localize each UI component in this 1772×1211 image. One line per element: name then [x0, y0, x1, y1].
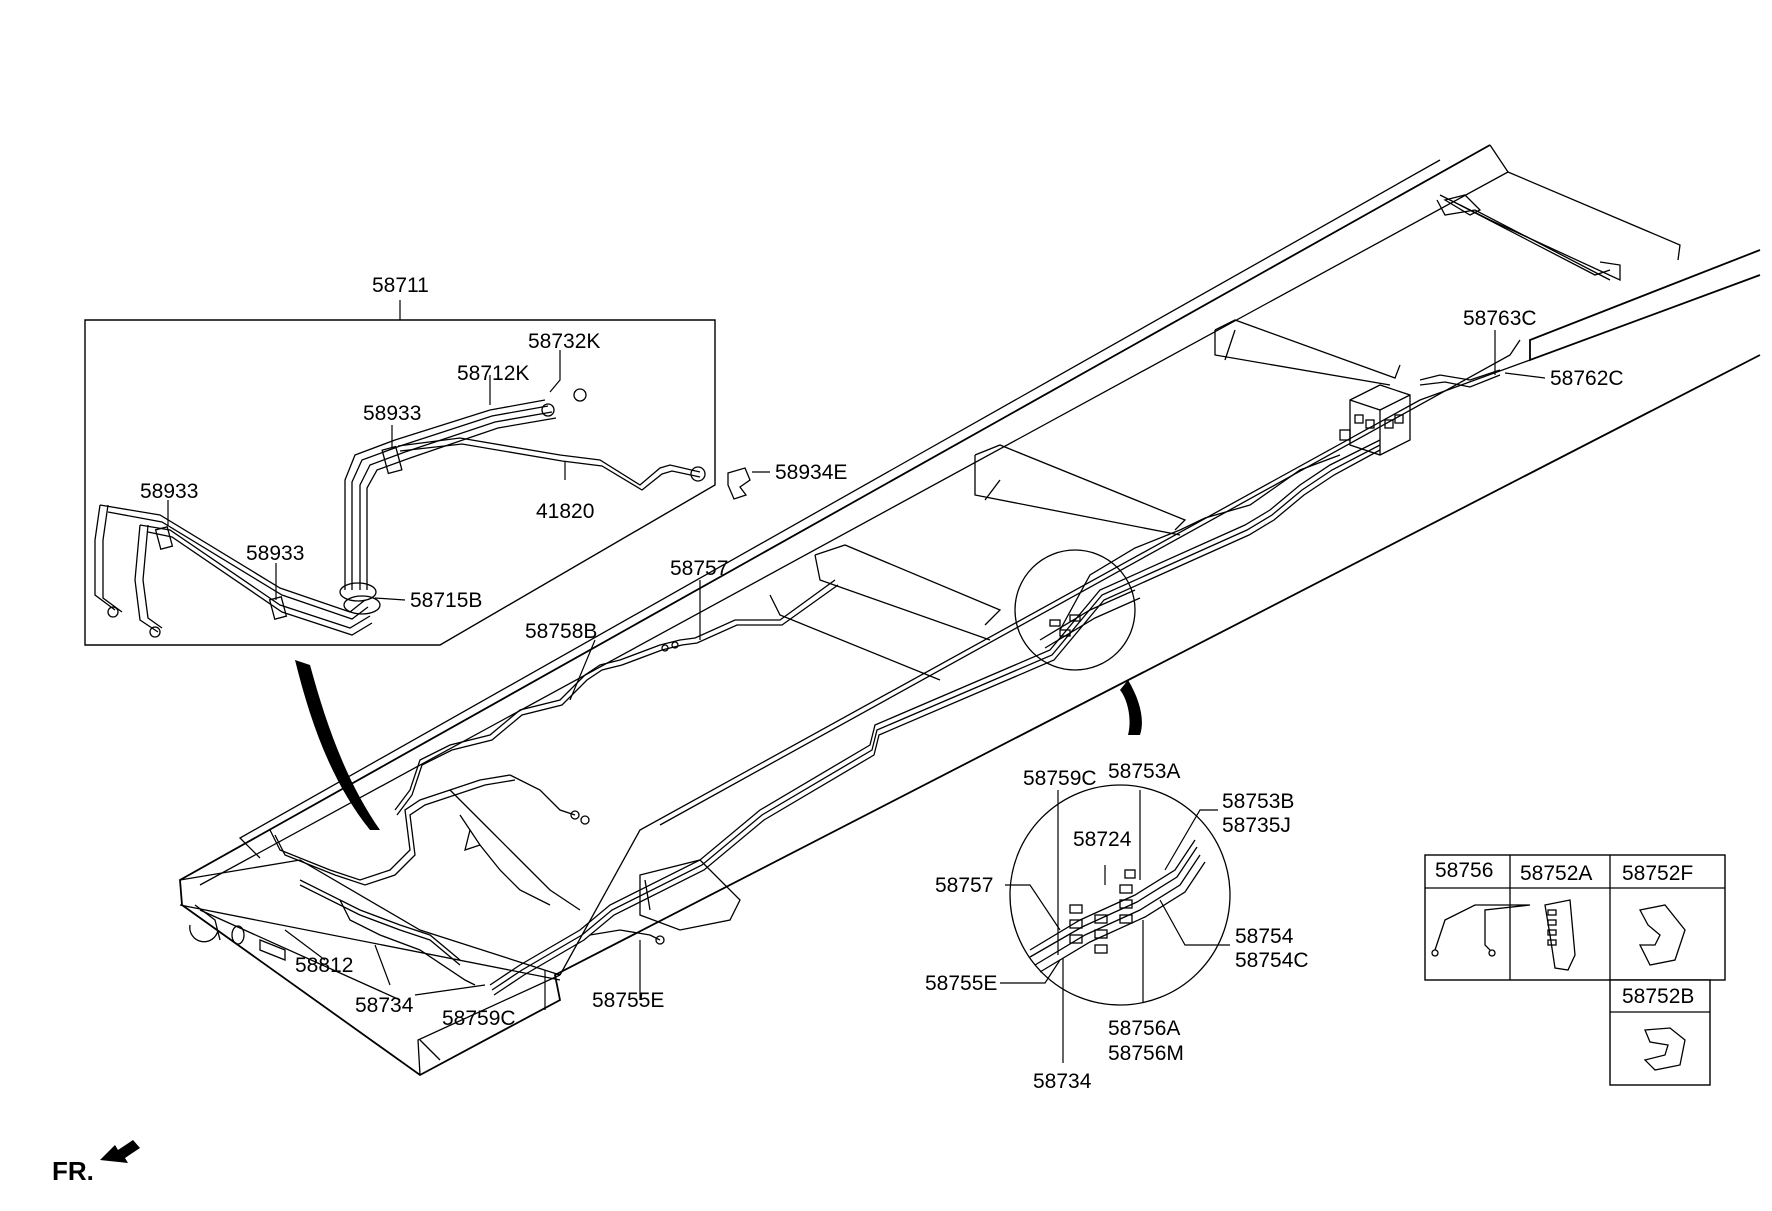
label-58752A: 58752A — [1520, 862, 1592, 885]
label-58758B: 58758B — [525, 620, 597, 643]
parts-table — [1424, 854, 1726, 1086]
label-58735J: 58735J — [1222, 814, 1291, 837]
detail-box-58711 — [84, 300, 716, 646]
label-58753B: 58753B — [1222, 790, 1294, 813]
label-58711: 58711 — [372, 274, 429, 297]
label-58759C-frame: 58759C — [442, 1007, 516, 1030]
callout-arrow-right — [1120, 680, 1142, 735]
label-58754C: 58754C — [1235, 949, 1309, 972]
chassis-frame — [179, 144, 1761, 1077]
junction-detail-circle — [1014, 549, 1141, 671]
label-58759C-detail: 58759C — [1023, 767, 1097, 790]
front-direction-label: FR. — [52, 1156, 94, 1186]
label-58756A: 58756A — [1108, 1017, 1180, 1040]
label-58753A: 58753A — [1108, 760, 1180, 783]
label-58755E-frame: 58755E — [592, 989, 664, 1012]
label-58734-detail: 58734 — [1033, 1070, 1092, 1093]
label-58734-frame: 58734 — [355, 994, 414, 1017]
label-58732K: 58732K — [528, 330, 600, 353]
label-58762C: 58762C — [1550, 367, 1624, 390]
brake-lines-on-frame — [269, 369, 1501, 996]
label-58756M: 58756M — [1108, 1042, 1184, 1065]
label-58754: 58754 — [1235, 925, 1294, 948]
clip-58934E — [727, 467, 751, 500]
label-58934E: 58934E — [775, 461, 847, 484]
leader-lines — [167, 330, 1546, 1063]
label-58755E-detail: 58755E — [925, 972, 997, 995]
label-58757-frame: 58757 — [670, 557, 728, 580]
label-58763C: 58763C — [1463, 307, 1537, 330]
label-58933-top: 58933 — [363, 402, 421, 425]
label-58933-left: 58933 — [140, 480, 198, 503]
abs-module — [1339, 384, 1411, 456]
callout-arrow-left — [295, 660, 380, 830]
label-58933-middle: 58933 — [246, 542, 304, 565]
label-41820: 41820 — [536, 500, 594, 523]
label-58724: 58724 — [1073, 828, 1132, 851]
label-58752F: 58752F — [1622, 862, 1693, 885]
label-58812: 58812 — [295, 954, 353, 977]
connector-detail-circle — [1009, 784, 1231, 1006]
label-58757-detail: 58757 — [935, 874, 993, 897]
part-labels: 58711 58732K 58712K 58933 58933 58933 41… — [52, 274, 1694, 1186]
label-58715B: 58715B — [410, 589, 482, 612]
label-58712K: 58712K — [457, 362, 529, 385]
label-58752B: 58752B — [1622, 985, 1694, 1008]
label-58756: 58756 — [1435, 859, 1493, 882]
arrow-down-left-icon — [100, 1140, 140, 1163]
